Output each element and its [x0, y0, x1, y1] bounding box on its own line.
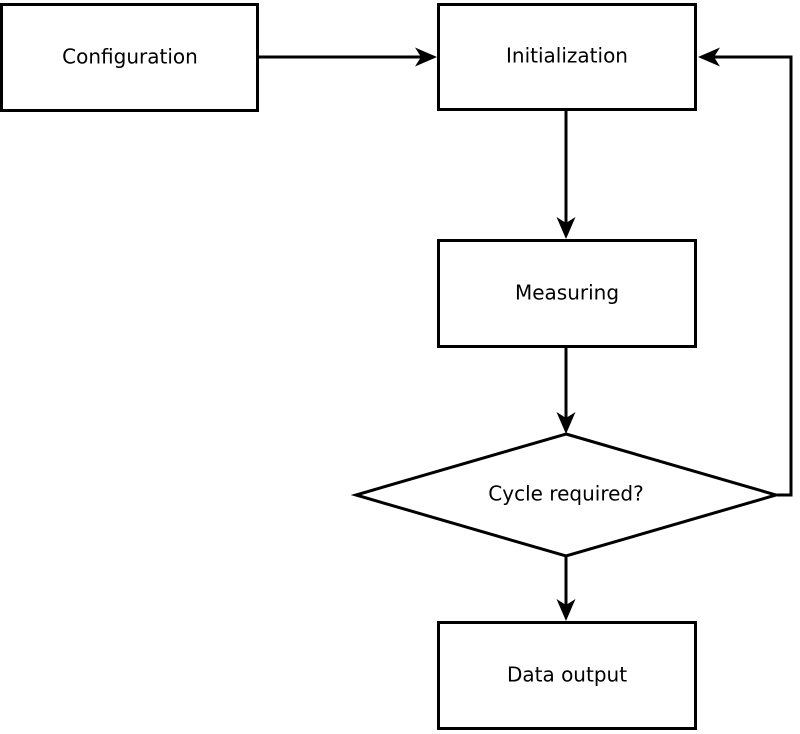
measuring-box[interactable]: [437, 239, 697, 348]
edge-init-measuring-arrowhead: [556, 217, 576, 239]
configuration-box[interactable]: [0, 3, 259, 112]
edge-config-to-initialization: [259, 47, 437, 67]
edge-feedback-polyline: [709, 55, 793, 497]
measuring-label: Measuring: [515, 281, 619, 305]
configuration-label: Configuration: [62, 45, 198, 69]
cycle-required-diamond[interactable]: [350, 432, 782, 558]
data-output-label: Data output: [507, 663, 627, 687]
edge-cycle-to-initialization-feedback: [698, 47, 793, 497]
node-cycle-required[interactable]: Cycle required?: [350, 432, 782, 558]
edge-feedback-arrowhead: [698, 47, 720, 67]
edge-measuring-cycle-arrowhead: [556, 412, 576, 434]
node-data-output[interactable]: Data output: [437, 621, 697, 730]
edge-config-init-arrowhead: [415, 47, 437, 67]
cycle-required-label: Cycle required?: [488, 482, 643, 506]
edge-cycle-to-data-output: [556, 557, 576, 621]
edge-cycle-output-arrowhead: [556, 599, 576, 621]
node-initialization[interactable]: Initialization: [437, 3, 697, 111]
edge-initialization-to-measuring: [556, 111, 576, 239]
edge-measuring-to-cycle: [556, 348, 576, 434]
node-measuring[interactable]: Measuring: [437, 239, 697, 348]
initialization-box[interactable]: [437, 3, 697, 111]
node-configuration[interactable]: Configuration: [0, 3, 259, 112]
data-output-box[interactable]: [437, 621, 697, 730]
initialization-label: Initialization: [506, 44, 628, 68]
